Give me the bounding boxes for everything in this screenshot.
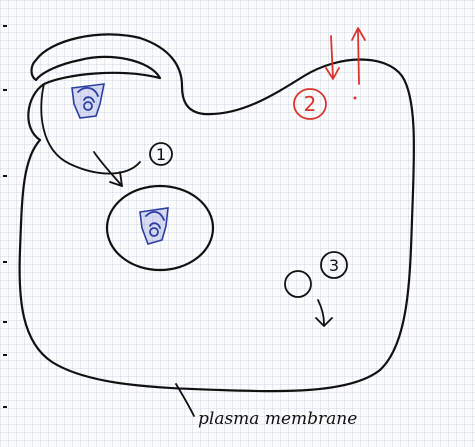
cell-membrane-outline <box>18 33 416 393</box>
membrane-label-leader <box>175 383 195 417</box>
membrane-label: plasma membrane <box>198 409 357 429</box>
step-1-marker: 1 <box>149 142 173 166</box>
small-vesicle <box>284 270 312 298</box>
arrow-down-icon <box>325 35 340 80</box>
cargo-molecule-pocket <box>71 83 106 119</box>
exocytosis-arrow <box>315 299 333 327</box>
step-2-label: 2 <box>304 92 317 116</box>
step-2-marker: 2 <box>293 88 327 120</box>
step-1-label: 1 <box>156 145 166 164</box>
cargo-molecule-vesicle <box>139 207 169 245</box>
step-3-label: 3 <box>329 256 339 275</box>
endocytosis-arrow <box>93 151 123 187</box>
endocytic-vesicle <box>105 184 215 272</box>
invagination-pocket <box>40 83 141 175</box>
step-3-marker: 3 <box>320 251 348 279</box>
page-edge-marks <box>3 25 7 408</box>
arrow-up-icon <box>351 27 366 100</box>
